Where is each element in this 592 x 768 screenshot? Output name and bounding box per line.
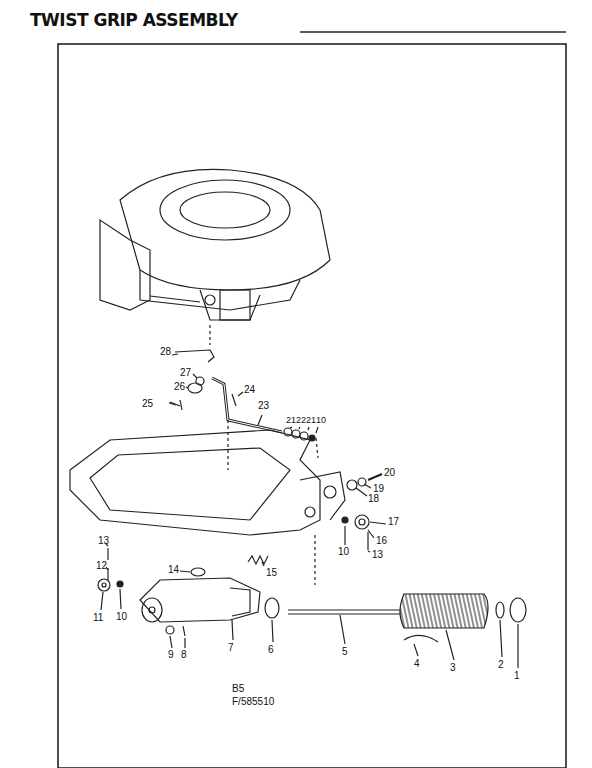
callout-number: 3 <box>450 663 456 673</box>
callout-number: 10 <box>116 612 127 622</box>
callout-number: 13 <box>372 550 383 560</box>
callout-number: 18 <box>368 494 379 504</box>
callout-number: 4 <box>414 659 420 669</box>
diagram-title: TWIST GRIP ASSEMBLY <box>30 12 238 29</box>
callout-number: 15 <box>266 568 277 578</box>
callout-number: 14 <box>168 565 179 575</box>
callout-number: 10 <box>316 416 326 425</box>
callout-number: 21 <box>286 416 296 425</box>
figure-code: B5 <box>232 684 244 694</box>
callout-number: 23 <box>258 401 269 411</box>
callout-number: 12 <box>96 561 107 571</box>
callout-number: 13 <box>98 536 109 546</box>
callout-number: 9 <box>168 650 174 660</box>
callout-number: 26 <box>174 382 185 392</box>
callout-number: 6 <box>268 645 274 655</box>
callout-number: 8 <box>181 650 187 660</box>
callout-number: 10 <box>338 547 349 557</box>
callout-number: 27 <box>180 368 191 378</box>
callout-number: 16 <box>376 536 387 546</box>
callout-number: 7 <box>228 643 234 653</box>
callout-number: 11 <box>93 613 103 623</box>
callout-number: 22 <box>296 416 306 425</box>
callout-number: 19 <box>373 484 384 494</box>
callout-number: 17 <box>388 517 399 527</box>
callout-number: 2 <box>498 660 504 670</box>
callout-number: 28 <box>160 347 171 357</box>
callout-number: 24 <box>244 385 255 395</box>
callout-number: 1 <box>514 671 520 681</box>
callout-number: 20 <box>384 468 395 478</box>
callout-number: 25 <box>142 399 153 409</box>
callout-number: 5 <box>342 647 348 657</box>
callout-number: 21 <box>306 416 316 425</box>
figure-code: F/585510 <box>232 697 274 707</box>
